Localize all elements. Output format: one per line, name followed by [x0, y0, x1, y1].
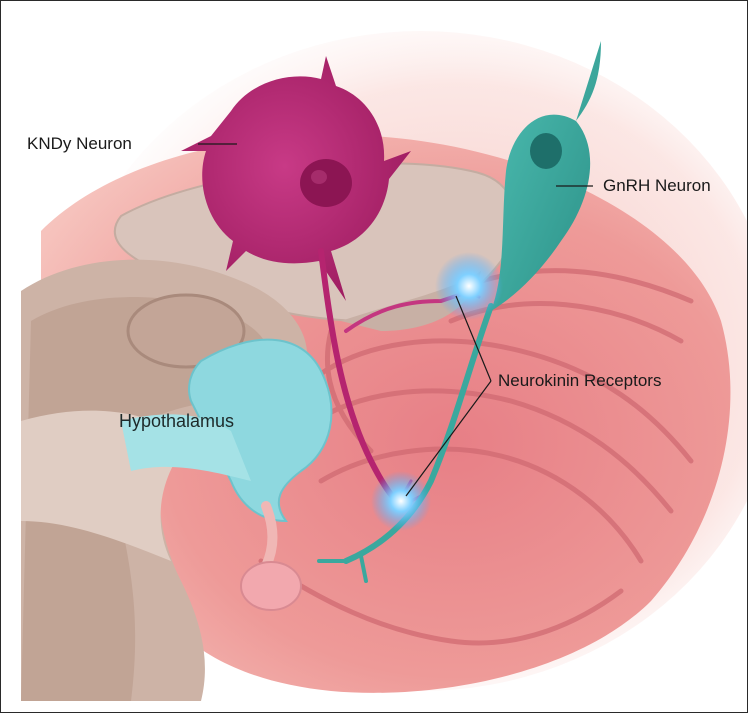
receptor-glow-upper [435, 252, 503, 320]
receptor-glow-lower [371, 471, 431, 531]
kndy-neuron-label: KNDy Neuron [27, 134, 132, 154]
gnrh-neuron-label: GnRH Neuron [603, 176, 711, 196]
hypothalamus-label: Hypothalamus [119, 411, 234, 431]
pituitary-gland [241, 562, 301, 610]
neurokinin-receptors-label: Neurokinin Receptors [498, 371, 661, 391]
